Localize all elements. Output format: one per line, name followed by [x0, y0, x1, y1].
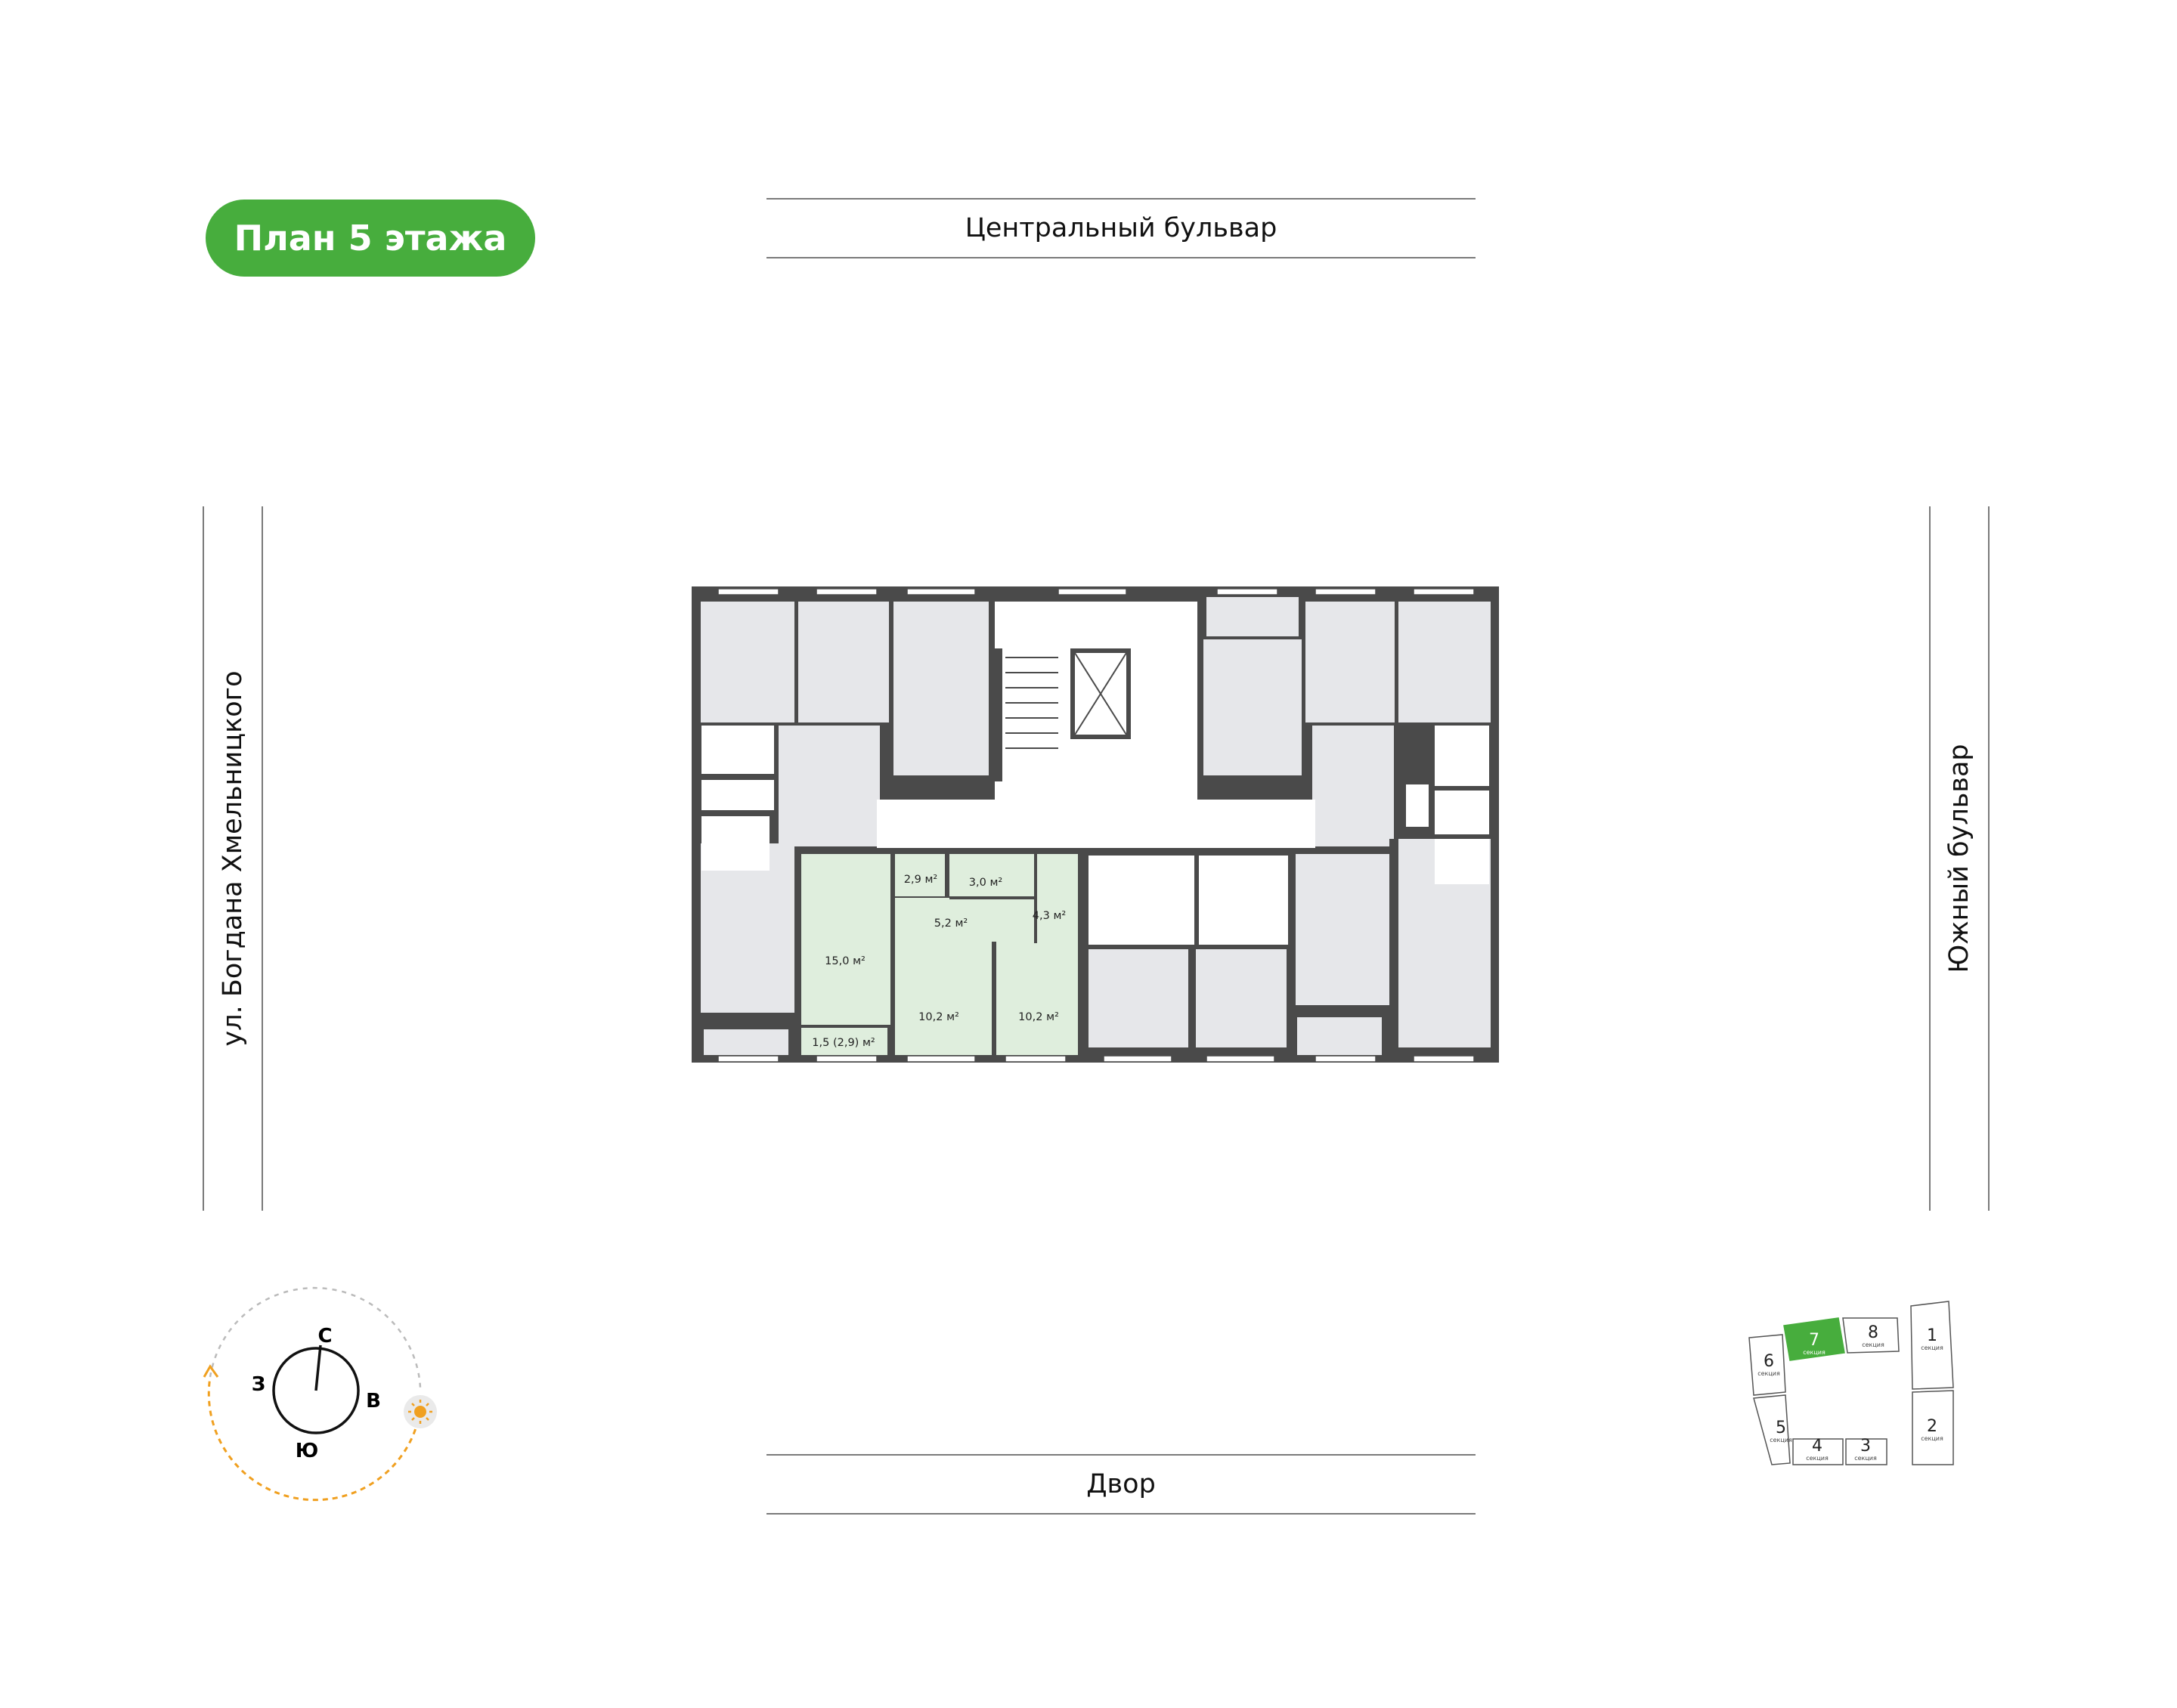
section-7-highlight: [1783, 1317, 1845, 1361]
section-map: [1748, 1301, 1954, 1465]
street-right: Южный бульвар: [1929, 506, 1990, 1211]
compass-east: В: [366, 1390, 381, 1413]
section-word: секция: [1921, 1344, 1943, 1351]
section-num: 6: [1764, 1352, 1774, 1371]
section-6: [1748, 1334, 1786, 1396]
section-num: 4: [1812, 1437, 1822, 1456]
section-word: секция: [1806, 1455, 1829, 1462]
section-word: секция: [1770, 1437, 1792, 1443]
section-map-labels: 7 секция 8 секция 1 секция 6 секция 5 се…: [1757, 1323, 1943, 1462]
room-area-label: 3,0 м²: [969, 877, 1002, 889]
room-area-label: 5,2 м²: [934, 917, 968, 930]
section-num: 3: [1860, 1437, 1871, 1456]
sun-path-arc: [207, 1376, 422, 1502]
section-5: [1753, 1394, 1791, 1465]
section-num: 8: [1868, 1323, 1878, 1342]
room-area-label: 15,0 м²: [825, 955, 866, 967]
section-8: [1842, 1317, 1900, 1354]
room-area-label: 1,5 (2,9) м²: [812, 1037, 875, 1049]
section-2: [1912, 1390, 1954, 1465]
page-title: План 5 этажа: [206, 200, 535, 277]
compass: С З В Ю: [203, 1286, 437, 1502]
room-labels: 2,9 м² 3,0 м² 5,2 м² 4,3 м² 15,0 м² 10,2…: [812, 874, 1066, 1049]
selected-apartment: [801, 854, 1079, 1055]
room-area-label: 2,9 м²: [904, 874, 937, 886]
compass-needle: [314, 1344, 322, 1391]
floor-plan: [692, 586, 1499, 1063]
street-bottom: Двор: [766, 1454, 1476, 1515]
section-word: секция: [1803, 1349, 1826, 1356]
compass-circle: [272, 1347, 360, 1434]
compass-north: С: [317, 1325, 332, 1348]
sun-icon: [404, 1395, 437, 1428]
sun-path-arrow-icon: [203, 1364, 219, 1378]
street-left: ул. Богдана Хмельницкого: [203, 506, 263, 1211]
room-area-label: 10,2 м²: [1018, 1011, 1059, 1023]
section-3: [1845, 1438, 1887, 1465]
section-num: 2: [1927, 1417, 1937, 1436]
section-4: [1792, 1438, 1844, 1465]
compass-south: Ю: [296, 1440, 319, 1462]
street-top: Центральный бульвар: [766, 198, 1476, 258]
section-num: 5: [1776, 1419, 1786, 1437]
room-area-label: 4,3 м²: [1033, 910, 1066, 922]
section-word: секция: [1757, 1370, 1780, 1377]
compass-west: З: [252, 1373, 265, 1396]
section-word: секция: [1921, 1435, 1943, 1442]
section-1: [1910, 1301, 1954, 1390]
section-num: 7: [1809, 1331, 1819, 1350]
room-area-label: 10,2 м²: [918, 1011, 959, 1023]
section-num: 1: [1927, 1326, 1937, 1345]
section-word: секция: [1854, 1455, 1877, 1462]
section-word: секция: [1862, 1341, 1884, 1348]
